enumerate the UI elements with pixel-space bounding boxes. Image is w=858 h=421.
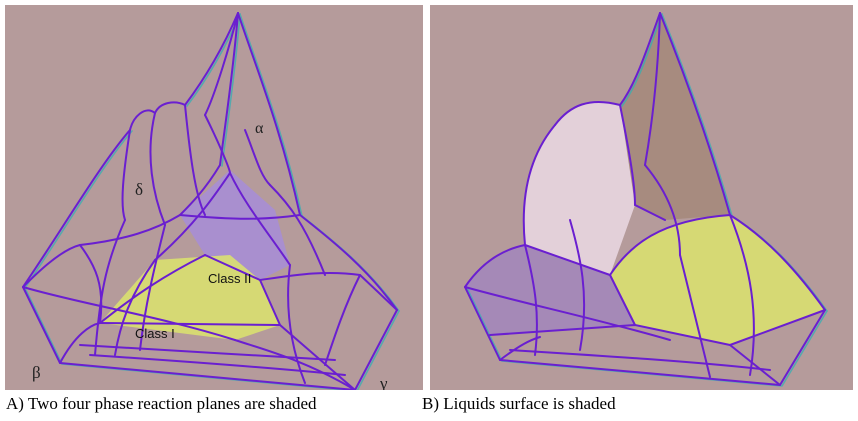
liquidus-violet-surface bbox=[465, 245, 635, 335]
delta-label: δ bbox=[135, 180, 143, 199]
panel-b-diagram bbox=[430, 5, 853, 390]
panel-a-diagram: α δ β γ Class II Class I bbox=[5, 5, 423, 390]
beta-label: β bbox=[32, 363, 41, 382]
panel-a-caption: A) Two four phase reaction planes are sh… bbox=[6, 394, 317, 413]
gamma-label: γ bbox=[379, 374, 388, 390]
panel-a-wireframe bbox=[22, 12, 400, 390]
panel-a-svg: α δ β γ Class II Class I bbox=[5, 5, 423, 390]
panel-b-svg bbox=[430, 5, 853, 390]
alpha-label: α bbox=[255, 120, 264, 137]
class-ii-label: Class II bbox=[208, 271, 251, 286]
panel-b-wireframe bbox=[464, 12, 828, 387]
class-i-label: Class I bbox=[135, 326, 175, 341]
panel-b-caption: B) Liquids surface is shaded bbox=[422, 394, 616, 413]
class-ii-plane bbox=[180, 170, 290, 280]
liquidus-white-surface bbox=[523, 101, 635, 275]
